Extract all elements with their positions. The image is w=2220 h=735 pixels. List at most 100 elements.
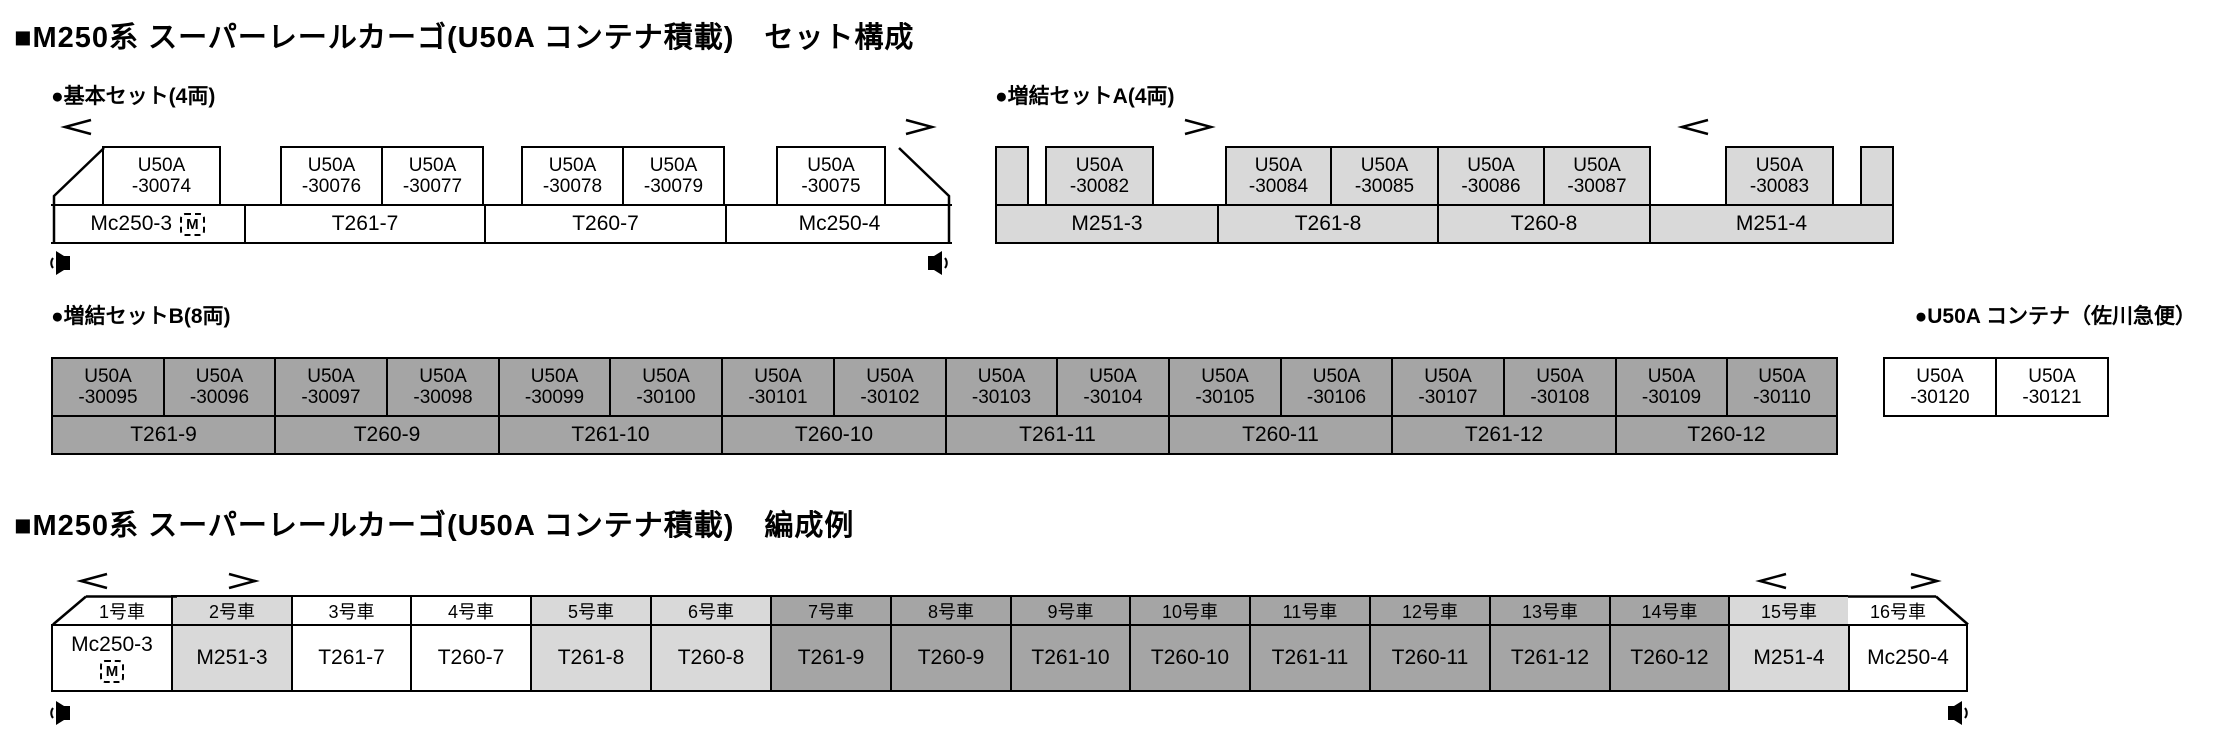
container-note-label: ●U50A コンテナ（佐川急便） bbox=[1914, 305, 2196, 328]
container-series: U50A bbox=[1758, 365, 1806, 387]
basic-set-label: ●基本セット(4両) bbox=[51, 85, 216, 108]
container-series: U50A bbox=[1573, 154, 1621, 176]
car-number-cell: 6号車 bbox=[650, 595, 772, 626]
container-box: U50A-30101 bbox=[721, 357, 835, 417]
car-end-section bbox=[995, 146, 1029, 206]
car-cell: T261-10 bbox=[1010, 624, 1131, 692]
container-series: U50A bbox=[1424, 365, 1472, 387]
container-number: -30078 bbox=[542, 176, 603, 197]
car-name: T261-12 bbox=[1464, 423, 1544, 446]
direction-chevron-right-icon bbox=[1910, 572, 1942, 590]
car-name: T261-9 bbox=[130, 423, 197, 446]
motor-mark: M bbox=[180, 212, 205, 236]
container-series: U50A bbox=[419, 365, 467, 387]
car-cell: T260-11 bbox=[1168, 415, 1393, 455]
car-name: T260-10 bbox=[794, 423, 874, 446]
container-box: U50A-30082 bbox=[1045, 146, 1154, 206]
car-name: T261-11 bbox=[1271, 645, 1349, 669]
container-number: -30086 bbox=[1461, 176, 1521, 197]
container-series: U50A bbox=[1360, 154, 1409, 176]
addon-b-label: ●増結セットB(8両) bbox=[51, 305, 231, 328]
container-number: -30097 bbox=[301, 387, 361, 408]
container-number: -30121 bbox=[2022, 387, 2082, 408]
direction-chevron-left-icon bbox=[76, 572, 108, 590]
car-cell: M251-3 bbox=[995, 204, 1219, 244]
container-number: -30102 bbox=[860, 387, 920, 408]
car-name: T261-7 bbox=[331, 212, 399, 235]
car-name: T261-9 bbox=[797, 645, 865, 669]
car-name: M251-3 bbox=[1071, 212, 1143, 235]
train-nose-right bbox=[1848, 595, 1969, 626]
train-nose-right bbox=[898, 147, 951, 242]
car-cell: T261-7 bbox=[291, 624, 412, 692]
car-name: Mc250-3 bbox=[71, 633, 153, 657]
container-number: -30120 bbox=[1910, 387, 1970, 408]
car-cell: T261-9 bbox=[51, 415, 276, 455]
container-series: U50A bbox=[642, 365, 690, 387]
container-number: -30083 bbox=[1749, 176, 1810, 197]
container-number: -30107 bbox=[1418, 387, 1478, 408]
car-cell: T261-8 bbox=[530, 624, 652, 692]
car-name: T261-10 bbox=[1031, 645, 1110, 669]
container-number: -30103 bbox=[971, 387, 1032, 408]
car-name: T260-7 bbox=[437, 645, 505, 669]
speaker-right-icon bbox=[1948, 701, 1968, 725]
container-series: U50A bbox=[408, 154, 457, 176]
container-box: U50A-30108 bbox=[1503, 357, 1617, 417]
car-name: T260-12 bbox=[1687, 423, 1766, 446]
car-number-cell: 15号車 bbox=[1728, 595, 1850, 626]
car-cell: T260-9 bbox=[890, 624, 1012, 692]
direction-chevron-left-icon bbox=[1677, 118, 1709, 136]
car-number-cell: 5号車 bbox=[530, 595, 652, 626]
addon-a-label: ●増結セットA(4両) bbox=[995, 85, 1175, 108]
car-number-cell: 8号車 bbox=[890, 595, 1012, 626]
car-name: T260-11 bbox=[1391, 645, 1469, 669]
container-box: U50A-30107 bbox=[1391, 357, 1505, 417]
container-box: U50A-30075 bbox=[776, 146, 886, 206]
car-name: T260-7 bbox=[572, 212, 639, 235]
container-series: U50A bbox=[1075, 154, 1124, 176]
car-cell: T261-12 bbox=[1391, 415, 1617, 455]
direction-chevron-right-icon bbox=[905, 118, 937, 136]
car-cell: Mc250-4 bbox=[725, 204, 952, 244]
container-number: -30077 bbox=[402, 176, 463, 197]
page-title-formation-example: ■M250系 スーパーレールカーゴ(U50A コンテナ積載) 編成例 bbox=[14, 510, 855, 542]
car-cell: T261-8 bbox=[1217, 204, 1439, 244]
direction-chevron-left-icon bbox=[60, 118, 92, 136]
container-series: U50A bbox=[307, 154, 356, 176]
car-cell: T260-10 bbox=[1129, 624, 1251, 692]
container-box: U50A-30102 bbox=[833, 357, 947, 417]
container-box: U50A-30100 bbox=[609, 357, 723, 417]
container-number: -30105 bbox=[1195, 387, 1255, 408]
car-name: T261-8 bbox=[1294, 212, 1362, 235]
car-cell: T261-11 bbox=[1249, 624, 1371, 692]
car-number-cell: 10号車 bbox=[1129, 595, 1251, 626]
motor-mark: M bbox=[99, 659, 125, 683]
container-box: U50A-30109 bbox=[1615, 357, 1728, 417]
container-number: -30085 bbox=[1354, 176, 1415, 197]
car-name: T260-11 bbox=[1242, 423, 1319, 446]
container-number: -30110 bbox=[1753, 387, 1811, 408]
container-series: U50A bbox=[307, 365, 355, 387]
car-name: T260-10 bbox=[1150, 645, 1230, 669]
container-series: U50A bbox=[1916, 365, 1964, 387]
container-number: -30076 bbox=[301, 176, 362, 197]
container-series: U50A bbox=[754, 365, 802, 387]
car-name: Mc250-3 bbox=[90, 212, 173, 235]
car-cell: T260-12 bbox=[1609, 624, 1730, 692]
car-name: T261-12 bbox=[1510, 645, 1590, 669]
car-cell: M251-3 bbox=[171, 624, 293, 692]
container-series: U50A bbox=[195, 365, 244, 387]
container-box: U50A-30110 bbox=[1726, 357, 1838, 417]
car-name: M251-4 bbox=[1753, 645, 1825, 669]
train-nose-left bbox=[52, 595, 177, 626]
container-series: U50A bbox=[1536, 365, 1584, 387]
container-box: U50A-30098 bbox=[386, 357, 500, 417]
speaker-left-icon bbox=[50, 701, 70, 725]
container-number: -30098 bbox=[413, 387, 473, 408]
